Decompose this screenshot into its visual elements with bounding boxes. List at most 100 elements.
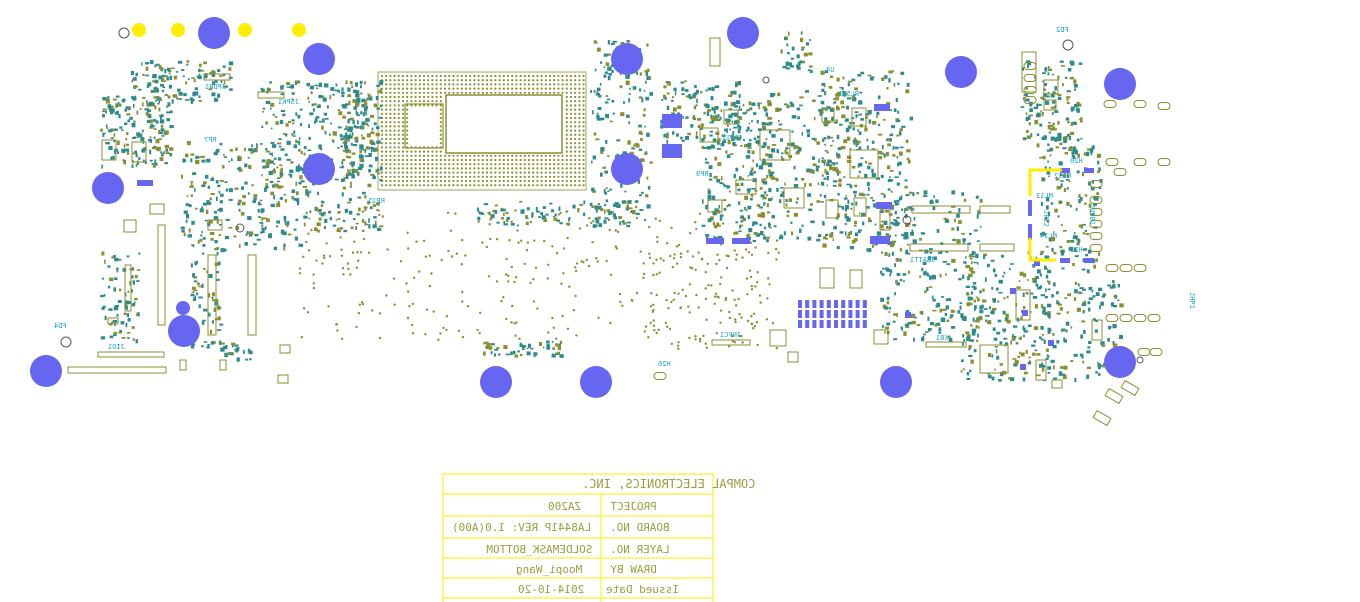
via xyxy=(688,311,691,314)
smd-pad xyxy=(105,142,110,145)
smd-pad xyxy=(177,88,181,92)
bga-ball xyxy=(565,179,568,183)
smd-pad xyxy=(206,209,209,215)
bga-ball xyxy=(502,171,505,174)
smd-pad xyxy=(833,102,836,104)
smd-pad xyxy=(761,178,765,183)
smd-pad xyxy=(121,337,126,339)
smd-pad xyxy=(202,319,206,322)
bga-ball xyxy=(481,175,484,178)
bga-ball xyxy=(389,129,392,132)
smd-pad xyxy=(721,134,726,137)
bga-ball xyxy=(406,129,409,132)
smd-pad xyxy=(873,203,878,208)
smd-pad xyxy=(1051,247,1054,252)
smd-pad xyxy=(1042,306,1046,311)
smd-pad xyxy=(1044,311,1048,316)
smd-pad xyxy=(851,202,854,206)
smd-pad xyxy=(1013,325,1018,328)
smd-pad xyxy=(697,124,700,128)
bga-ball xyxy=(435,158,438,162)
smd-pad xyxy=(719,116,722,120)
smd-pad xyxy=(960,313,964,318)
smd-pad xyxy=(348,126,351,131)
smd-pad xyxy=(205,73,208,78)
smd-pad xyxy=(1025,349,1028,354)
smd-pad xyxy=(638,130,642,135)
via xyxy=(315,259,318,262)
smd-pad xyxy=(871,168,874,173)
smd-pad xyxy=(347,87,351,92)
smd-pad xyxy=(110,112,113,115)
smd-pad xyxy=(1057,120,1060,125)
smd-pad xyxy=(827,159,831,163)
smd-pad xyxy=(781,152,784,155)
bga-ball xyxy=(401,100,405,103)
smd-pad xyxy=(368,153,372,157)
bga-ball xyxy=(393,83,396,86)
smd-pad xyxy=(1080,117,1083,122)
smd-pad xyxy=(130,71,134,76)
smd-pad xyxy=(822,222,825,226)
bga-ball xyxy=(574,79,577,82)
smd-pad xyxy=(821,157,824,160)
smd-pad xyxy=(608,211,612,215)
bga-ball xyxy=(481,154,484,157)
blue-pad xyxy=(798,310,802,318)
smd-pad xyxy=(830,108,835,112)
smd-pad xyxy=(558,213,560,216)
smd-pad xyxy=(929,251,933,254)
smd-pad xyxy=(912,314,916,317)
smd-pad xyxy=(783,231,786,236)
smd-pad xyxy=(1112,341,1115,346)
smd-pad xyxy=(260,231,263,234)
smd-pad xyxy=(286,86,291,88)
smd-pad xyxy=(985,319,987,323)
bga-ball xyxy=(418,79,421,82)
oval-pad xyxy=(1089,244,1103,252)
smd-pad xyxy=(342,165,344,168)
smd-pad xyxy=(954,218,956,223)
smd-pad xyxy=(187,141,191,146)
smd-pad xyxy=(1068,180,1071,183)
smd-pad xyxy=(510,223,515,226)
smd-pad xyxy=(801,132,804,136)
mounting-hole xyxy=(727,17,759,49)
smd-pad xyxy=(1085,233,1090,235)
smd-pad xyxy=(1047,160,1050,163)
smd-pad xyxy=(720,176,723,181)
smd-pad xyxy=(974,305,977,310)
via xyxy=(609,321,612,325)
smd-pad xyxy=(747,191,750,194)
via xyxy=(351,251,355,254)
bga-ball xyxy=(448,158,451,162)
via xyxy=(741,256,744,259)
smd-pad xyxy=(711,86,715,91)
smd-pad xyxy=(212,81,215,85)
smd-pad xyxy=(1073,297,1077,301)
smd-pad xyxy=(1086,350,1091,354)
via xyxy=(733,249,736,252)
smd-pad xyxy=(318,104,321,107)
smd-pad xyxy=(851,78,856,82)
smd-pad xyxy=(823,177,827,180)
bga-ball xyxy=(410,158,413,162)
bga-ball xyxy=(519,171,522,174)
bga-ball xyxy=(422,158,426,162)
smd-pad xyxy=(361,121,366,126)
smd-pad xyxy=(982,299,987,303)
smd-pad xyxy=(337,126,342,129)
via xyxy=(455,252,458,255)
smd-pad xyxy=(483,351,486,356)
smd-pad xyxy=(291,98,294,101)
smd-pad xyxy=(639,72,642,76)
smd-pad xyxy=(725,128,728,133)
smd-pad xyxy=(644,125,646,128)
smd-pad xyxy=(579,203,584,206)
refdes-ml14: ML14 xyxy=(1040,232,1057,240)
bga-ball xyxy=(578,125,581,128)
oval-pad xyxy=(1133,158,1147,166)
smd-pad xyxy=(820,181,824,185)
smd-pad xyxy=(975,339,979,342)
